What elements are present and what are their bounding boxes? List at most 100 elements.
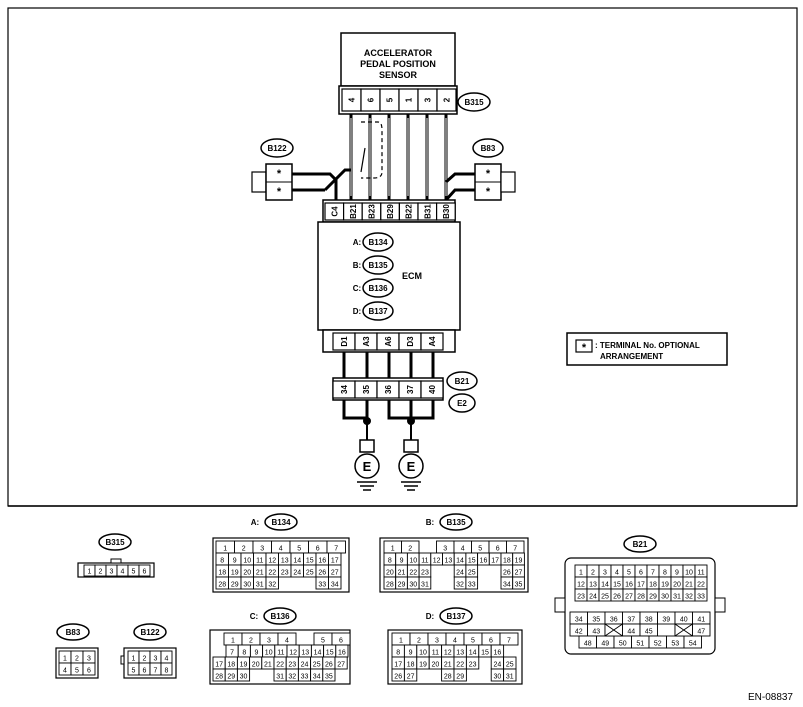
sensor-pin-label: 3 (424, 97, 433, 102)
b21-cell (694, 588, 708, 602)
b137-cell-label: 27 (407, 674, 415, 681)
b134-cell-label: 33 (318, 582, 326, 589)
b137-cell-label: 7 (507, 638, 511, 645)
ecm-conn-oval (362, 255, 394, 275)
b21-cell-label: 53 (671, 641, 679, 648)
b135-cell-label: 14 (456, 558, 464, 565)
legend-star: * (582, 342, 587, 354)
b21-cell-label: 16 (625, 582, 633, 589)
sensor-pin-label: 2 (443, 97, 452, 102)
b122-star-1: * (277, 168, 282, 180)
b137-cell-label: 25 (506, 662, 514, 669)
b21-cell-label: 6 (639, 570, 643, 577)
b135-cell-label: 26 (503, 570, 511, 577)
b21-cell-label: 7 (651, 570, 655, 577)
b21-cell-label: 4 (615, 570, 619, 577)
b137-cell (499, 632, 519, 646)
ecm-conn-label: B134 (368, 238, 388, 247)
conn-view-label: B135 (446, 518, 466, 527)
b134-cell-label: 6 (316, 546, 320, 553)
b21-cell-label: 18 (649, 582, 657, 589)
b134-cell-label: 4 (279, 546, 283, 553)
b136-cell-label: 31 (276, 674, 284, 681)
b21-cell-label: 50 (619, 641, 627, 648)
b21-cell-label: 27 (625, 594, 633, 601)
reference-code: EN-08837 (748, 692, 793, 703)
b21-cell-label: 19 (661, 582, 669, 589)
conn-view-label: B137 (446, 612, 466, 621)
conn-view-prefix: D: (426, 612, 434, 621)
b137-cell-label: 26 (394, 674, 402, 681)
ground-wires (342, 400, 435, 440)
b134-cell-label: 1 (223, 546, 227, 553)
sensor-connector-text: B315 (464, 98, 484, 107)
b136-cell-label: 17 (215, 662, 223, 669)
ecm-top-pin-label: B23 (368, 204, 377, 219)
b136-cell-label: 33 (301, 674, 309, 681)
ecm-bottom-pin-label: A6 (384, 336, 393, 347)
b136-cell-label: 29 (227, 674, 235, 681)
b134-cell-label: 32 (268, 582, 276, 589)
ecm-conn-label: B136 (368, 284, 388, 293)
b135-cell-label: 18 (503, 558, 511, 565)
b21-cell-label: 52 (654, 641, 662, 648)
b135-cell-label: 2 (408, 546, 412, 553)
sensor-pin-label: 4 (348, 97, 357, 102)
b135-cell-label: 12 (433, 558, 441, 565)
b136-cell (322, 668, 336, 682)
ground-pin (420, 380, 444, 399)
b137-cell-label: 24 (494, 662, 502, 669)
b135-cell-label: 9 (400, 558, 404, 565)
b135-cell-label: 24 (456, 570, 464, 577)
legend-line2: ARRANGEMENT (600, 352, 663, 361)
b134-cell-label: 8 (220, 558, 224, 565)
b137-cell-label: 11 (432, 650, 439, 657)
b137-cell-label: 22 (456, 662, 464, 669)
b136-cell-label: 26 (325, 662, 333, 669)
b134-cell-label: 22 (268, 570, 276, 577)
b21-cell-label: 32 (685, 594, 693, 601)
b137-cell-label: 29 (456, 674, 464, 681)
b21-cell-label: 1 (579, 570, 583, 577)
b21-cell-label: 17 (637, 582, 645, 589)
ecm-bottom-pin-label: D1 (340, 336, 349, 347)
b135-cell-label: 23 (421, 570, 429, 577)
b136-cell-label: 1 (231, 638, 235, 645)
b136-cell-label: 23 (288, 662, 296, 669)
ecm-bottom-pin-label: D3 (406, 336, 415, 347)
b135-cell (418, 576, 432, 590)
b122-cell (160, 662, 173, 676)
b21-cell-label: 38 (645, 617, 653, 624)
b134-cell-label: 9 (233, 558, 237, 565)
b137-cell-label: 19 (419, 662, 427, 669)
b21-cell-label: 23 (577, 594, 585, 601)
b21-cell-label: 22 (697, 582, 705, 589)
b21-cell-label: 20 (673, 582, 681, 589)
b83-cell (82, 662, 96, 676)
b21-cell-label: 31 (673, 594, 681, 601)
b135-cell-label: 35 (515, 582, 523, 589)
b136-cell-label: 14 (314, 650, 322, 657)
conn-view-oval (263, 607, 297, 625)
ground-symbol-1-letter: E (363, 459, 372, 474)
b137-cell (503, 668, 517, 682)
b135-cell-label: 17 (491, 558, 499, 565)
b137-cell-label: 18 (407, 662, 415, 669)
b21-cell-label: 8 (663, 570, 667, 577)
ecm-top-pin-label: B30 (442, 204, 451, 219)
b134-cell-label: 34 (331, 582, 339, 589)
b137-cell-label: 4 (453, 638, 457, 645)
sensor-pin (436, 88, 457, 112)
conn-view-label: B136 (270, 612, 290, 621)
ecm-conn-label: B137 (368, 307, 388, 316)
b122-cell-label: 1 (132, 656, 136, 663)
b134-cell-label: 5 (297, 546, 301, 553)
ecm-conn-prefix: A: (353, 238, 361, 247)
sensor-pin-label: 1 (405, 97, 414, 102)
b136-cell-label: 20 (252, 662, 260, 669)
ground-conn-label-b21: B21 (455, 377, 470, 386)
ecm-conn-oval (362, 232, 394, 252)
sensor-pin-label: 6 (367, 97, 376, 102)
